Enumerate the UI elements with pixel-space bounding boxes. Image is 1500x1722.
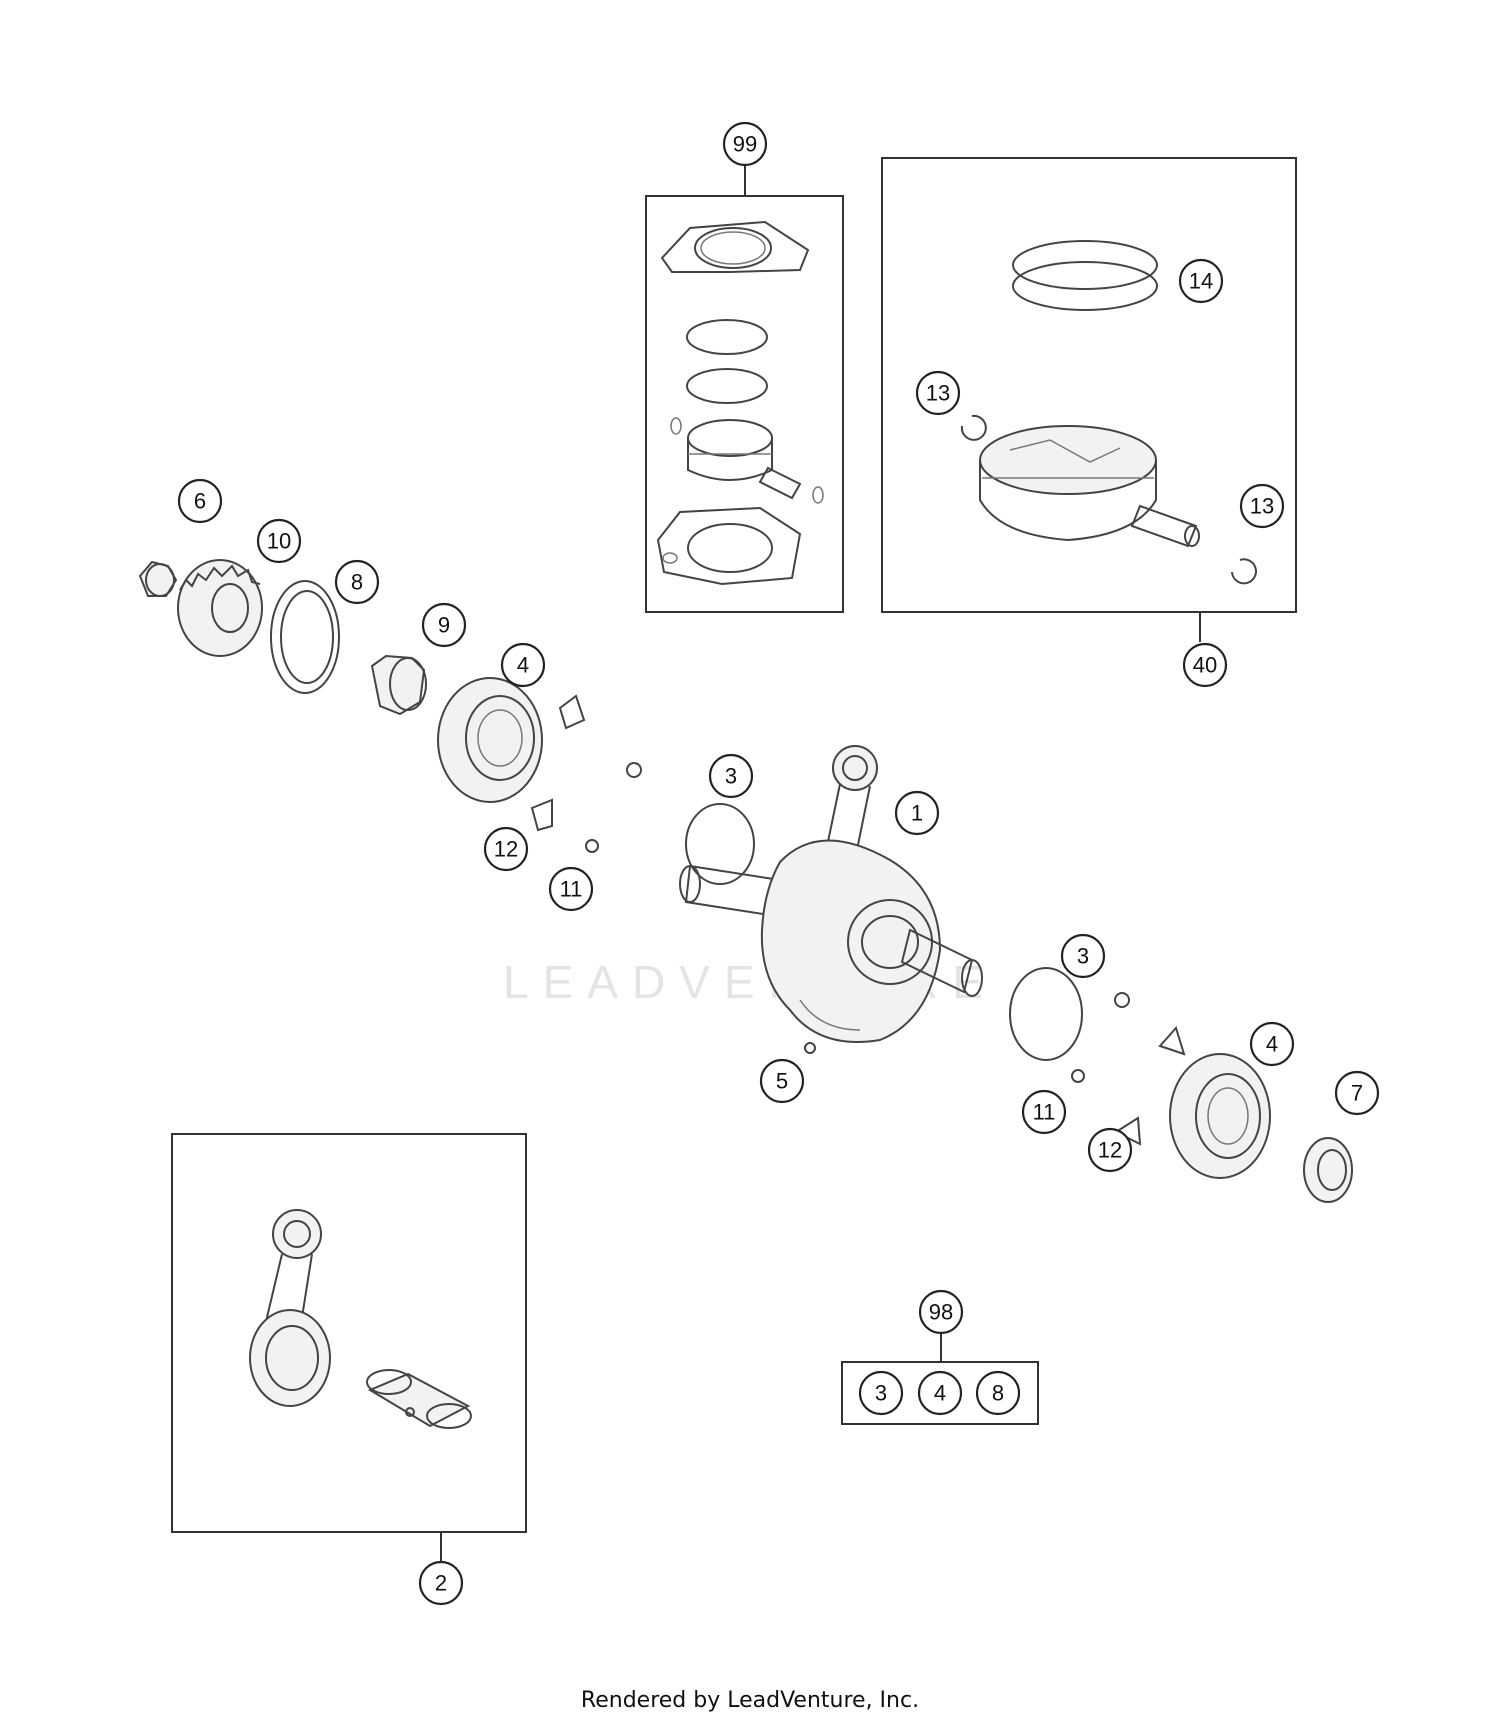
svg-text:4: 4 xyxy=(517,653,529,678)
callout-12-left[interactable]: 12 xyxy=(483,826,529,872)
svg-text:40: 40 xyxy=(1193,653,1217,678)
svg-text:98: 98 xyxy=(929,1300,953,1325)
svg-text:3: 3 xyxy=(725,764,737,789)
svg-text:12: 12 xyxy=(494,837,518,862)
callout-98-item-3[interactable]: 3 xyxy=(858,1370,904,1416)
callout-98-item-8[interactable]: 8 xyxy=(975,1370,1021,1416)
callout-14[interactable]: 14 xyxy=(1178,258,1224,304)
svg-text:8: 8 xyxy=(992,1381,1004,1406)
callout-99[interactable]: 99 xyxy=(722,121,768,167)
callout-7[interactable]: 7 xyxy=(1334,1070,1380,1116)
rendered-by-credit: Rendered by LeadVenture, Inc. xyxy=(580,1688,920,1713)
callout-10[interactable]: 10 xyxy=(256,518,302,564)
callout-40[interactable]: 40 xyxy=(1182,642,1228,688)
callout-3-right[interactable]: 3 xyxy=(1060,933,1106,979)
crankshaft xyxy=(679,745,983,1043)
svg-text:3: 3 xyxy=(875,1381,887,1406)
callout-1[interactable]: 1 xyxy=(894,790,940,836)
svg-text:4: 4 xyxy=(1266,1032,1278,1057)
callout-12-right[interactable]: 12 xyxy=(1087,1127,1133,1173)
callout-5[interactable]: 5 xyxy=(759,1058,805,1104)
box-40-piston-assembly xyxy=(881,157,1297,642)
svg-text:13: 13 xyxy=(1250,494,1274,519)
svg-text:99: 99 xyxy=(733,132,757,157)
callout-98-item-4[interactable]: 4 xyxy=(917,1370,963,1416)
svg-text:5: 5 xyxy=(776,1069,788,1094)
callout-13-left[interactable]: 13 xyxy=(915,370,961,416)
callout-3-left[interactable]: 3 xyxy=(708,753,754,799)
svg-text:11: 11 xyxy=(1033,1100,1056,1125)
svg-text:3: 3 xyxy=(1077,944,1089,969)
callout-8[interactable]: 8 xyxy=(334,559,380,605)
svg-text:12: 12 xyxy=(1098,1138,1122,1163)
callout-11-right[interactable]: 11 xyxy=(1021,1089,1067,1135)
box-98-kit xyxy=(841,1334,1039,1425)
right-shaft-parts xyxy=(804,967,1353,1203)
svg-text:13: 13 xyxy=(926,381,950,406)
svg-text:1: 1 xyxy=(911,801,923,826)
callout-6[interactable]: 6 xyxy=(177,478,223,524)
svg-text:11: 11 xyxy=(560,877,583,902)
box-2-conrod xyxy=(171,1133,527,1564)
box-99-gasket-kit xyxy=(645,165,844,613)
left-shaft-parts xyxy=(138,559,642,853)
callout-4-right[interactable]: 4 xyxy=(1249,1021,1295,1067)
svg-text:9: 9 xyxy=(438,613,450,638)
svg-text:2: 2 xyxy=(435,1571,447,1596)
svg-text:14: 14 xyxy=(1189,269,1213,294)
callout-4-left[interactable]: 4 xyxy=(500,642,546,688)
callout-11-left[interactable]: 11 xyxy=(548,866,594,912)
svg-text:8: 8 xyxy=(351,570,363,595)
callout-13-right[interactable]: 13 xyxy=(1239,483,1285,529)
svg-text:7: 7 xyxy=(1351,1081,1363,1106)
svg-text:6: 6 xyxy=(194,489,206,514)
callout-98[interactable]: 98 xyxy=(918,1289,964,1335)
callout-9[interactable]: 9 xyxy=(421,602,467,648)
svg-text:10: 10 xyxy=(267,529,291,554)
svg-text:4: 4 xyxy=(934,1381,946,1406)
callout-2[interactable]: 2 xyxy=(418,1560,464,1606)
